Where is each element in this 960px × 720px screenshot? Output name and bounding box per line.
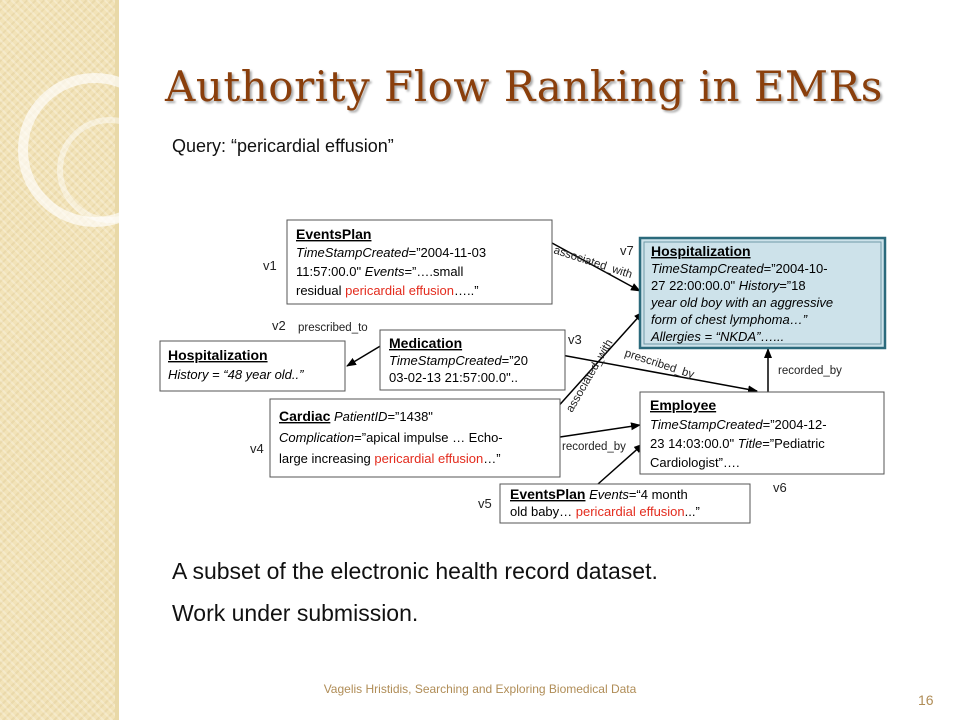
side-band-divider (115, 0, 119, 720)
node-v6-title: Employee (650, 397, 716, 413)
node-v7-line2: 27 22:00:00.0" History=”18 (651, 278, 806, 293)
node-v5-line1: old baby… pericardial effusion...” (510, 504, 700, 519)
node-v1-title: EventsPlan (296, 226, 371, 242)
slide-title: Authority Flow Ranking in EMRs (165, 62, 883, 111)
node-v1-eventsplan[interactable]: EventsPlan TimeStampCreated=”2004-11-03 … (286, 219, 553, 305)
page-number: 16 (918, 692, 934, 708)
node-v6-line3: Cardiologist”…. (650, 455, 740, 470)
edge-v3-v2 (346, 344, 383, 367)
node-v7-line5: Allergies = “NKDA”…... (650, 329, 784, 344)
node-v7-line3: year old boy with an aggressive (650, 295, 833, 310)
node-v2-hospitalization[interactable]: Hospitalization History = “48 year old..… (159, 340, 346, 392)
edge-label-recorded-by-right: recorded_by (778, 365, 842, 377)
node-id-v3: v3 (568, 332, 582, 347)
node-id-v5: v5 (478, 496, 492, 511)
node-v7-inner-border (643, 241, 882, 345)
node-v5-eventsplan[interactable]: EventsPlan Events=“4 month old baby… per… (499, 483, 751, 524)
node-v5-box (499, 483, 751, 524)
caption-dataset: A subset of the electronic health record… (172, 558, 658, 584)
edge-v5-v6 (597, 443, 644, 485)
node-v4-box (269, 398, 561, 478)
node-v1-line1: TimeStampCreated=”2004-11-03 (296, 245, 486, 260)
node-v6-line2: 23 14:03:00.0" Title=”Pediatric (650, 436, 825, 451)
decorative-side-band (0, 0, 115, 720)
slide-footer: Vagelis Hristidis, Searching and Explori… (323, 682, 637, 696)
query-label: Query: “pericardial effusion” (172, 136, 394, 156)
decorative-rings (18, 73, 172, 227)
node-id-v4: v4 (250, 441, 264, 456)
node-v7-hospitalization[interactable]: Hospitalization TimeStampCreated=”2004-1… (638, 236, 887, 350)
node-v4-line1: Complication=”apical impulse … Echo- (279, 430, 503, 445)
caption-submission: Work under submission. (172, 600, 419, 626)
edge-label-prescribed-by: prescribed_by (623, 347, 696, 381)
edge-label-prescribed-to: prescribed_to (298, 322, 368, 334)
node-id-v7: v7 (620, 243, 634, 258)
node-v2-box (159, 340, 346, 392)
decorative-ring-inner (57, 117, 163, 223)
node-id-v6: v6 (773, 480, 787, 495)
node-v6-line1: TimeStampCreated=”2004-12- (650, 417, 827, 432)
node-v2-line1: History = “48 year old..” (168, 367, 304, 382)
edge-label-recorded-by-mid: recorded_by (562, 441, 626, 453)
edge-v3-v6 (544, 351, 758, 394)
node-id-v2: v2 (272, 318, 286, 333)
node-v1-line2: 11:57:00.0" Events=”….small (296, 264, 463, 279)
node-v3-box (379, 329, 566, 391)
node-v6-box (639, 391, 885, 475)
node-v7-box (638, 236, 887, 350)
node-v5-title: EventsPlan Events=“4 month (510, 486, 688, 502)
node-v1-line3: residual pericardial effusion…..” (296, 283, 479, 298)
edge-v1-v7 (551, 242, 641, 292)
node-v3-medication[interactable]: Medication TimeStampCreated=”20 03-02-13… (379, 329, 566, 391)
node-v7-line1: TimeStampCreated=”2004-10- (651, 261, 828, 276)
node-v6-employee[interactable]: Employee TimeStampCreated=”2004-12- 23 1… (639, 391, 885, 475)
node-ids: v1 v2 v3 v4 v5 v6 v7 (250, 243, 787, 511)
decorative-ring-outer (18, 73, 172, 227)
node-v7-line4: form of chest lymphoma…” (651, 312, 808, 327)
node-v4-cardiac[interactable]: Cardiac PatientID=”1438" Complication=”a… (269, 398, 561, 478)
node-v3-title: Medication (389, 335, 462, 351)
node-v7-title: Hospitalization (651, 243, 751, 259)
node-v4-line2: large increasing pericardial effusion…” (279, 451, 501, 466)
node-id-v1: v1 (263, 258, 277, 273)
node-v3-line2: 03-02-13 21:57:00.0".. (389, 370, 518, 385)
node-v1-box (286, 219, 553, 305)
node-v3-line1: TimeStampCreated=”20 (389, 353, 528, 368)
node-v2-title: Hospitalization (168, 347, 268, 363)
node-v4-title: Cardiac PatientID=”1438" (279, 408, 433, 424)
edge-label-associated-with-diag: associated_with (564, 338, 615, 415)
edge-v4-v6 (559, 422, 641, 438)
